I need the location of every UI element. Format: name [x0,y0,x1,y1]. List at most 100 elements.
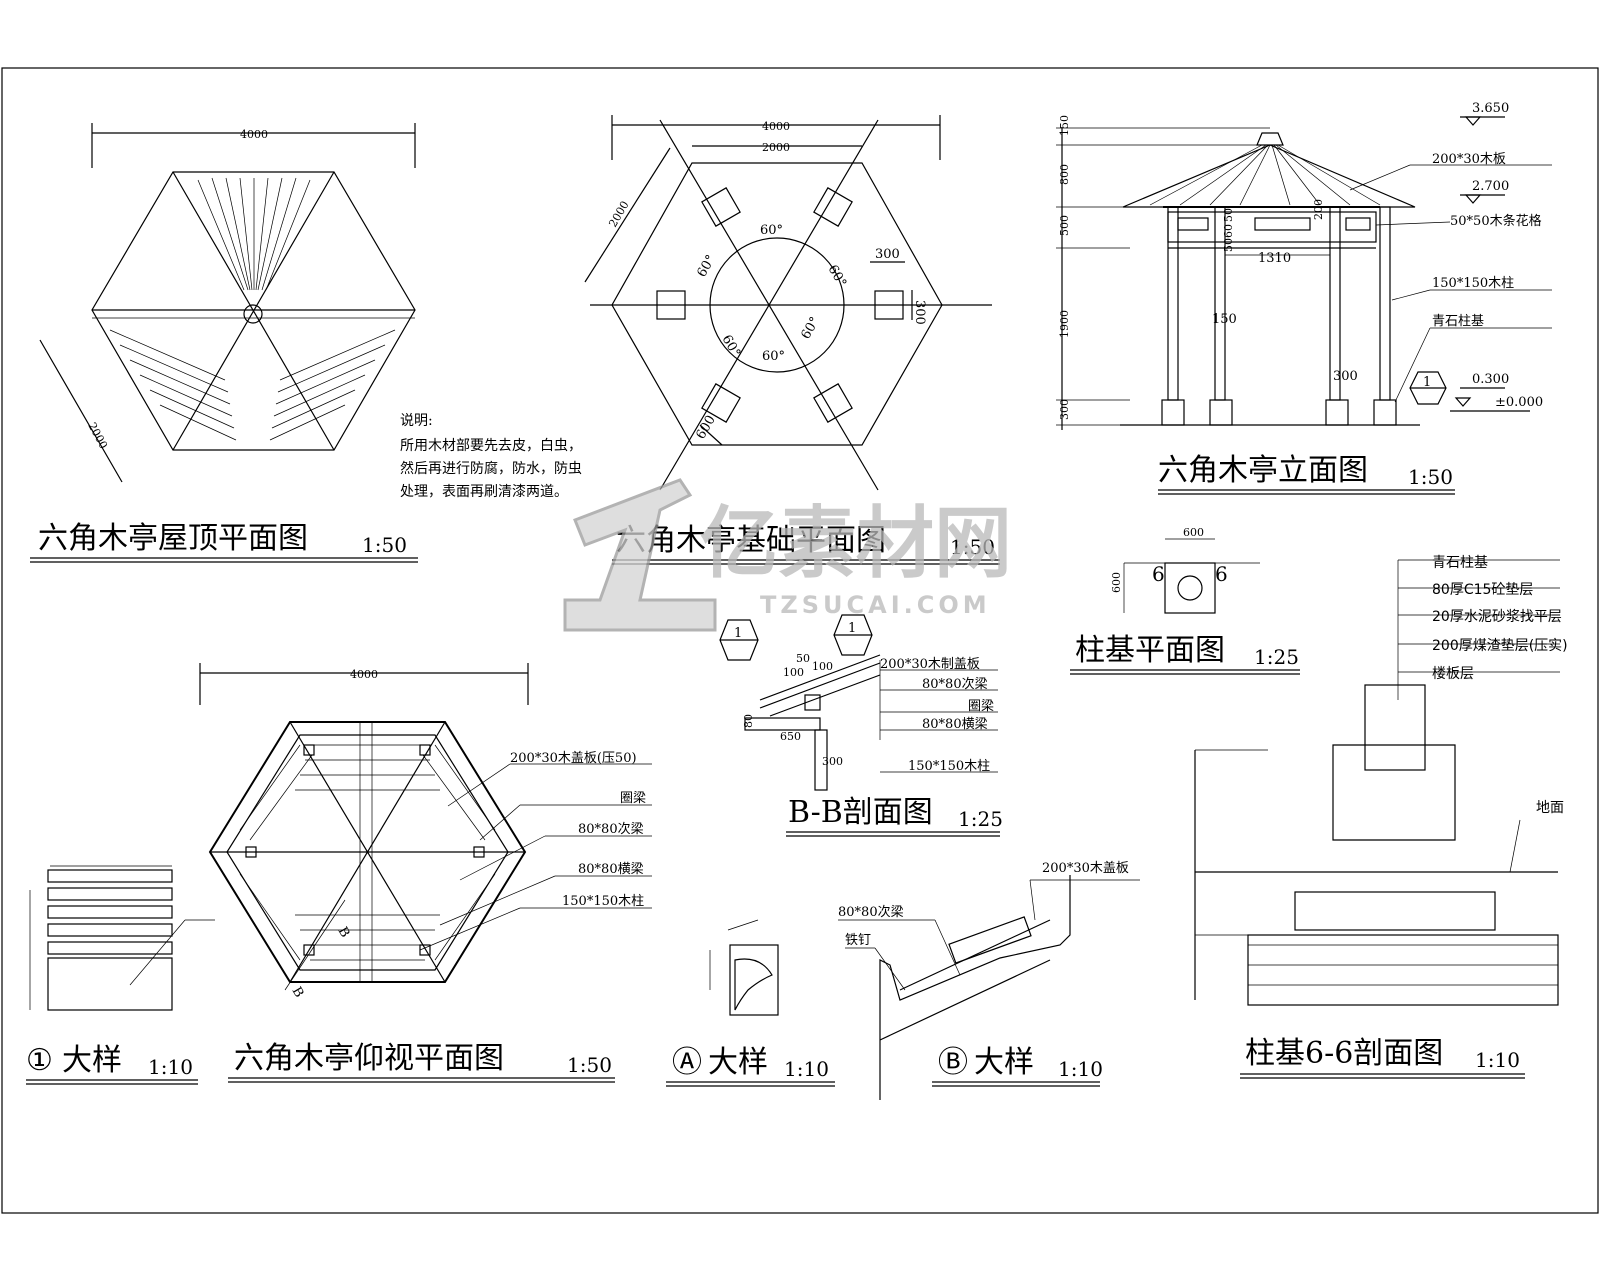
elev-inner-dim-50: 50 [1222,208,1235,222]
level-3650: 3.650 [1472,101,1509,116]
watermark-logo-icon [563,478,717,632]
angle-bottom-right: 60° [798,315,823,342]
roof-note-1: 所用木材部要先去皮，白虫， [400,438,582,454]
foundation-plan: 4000 2000 2000 60° 60° 60° 60° 60° 60° 3… [584,115,1000,565]
watermark-cn: 亿素材网 [700,499,1012,589]
elev-inner-dim-1310: 1310 [1258,251,1291,266]
bb-dim-0: 50 [796,652,810,665]
angle-bottom: 60° [762,349,785,364]
roof-dim-top: 4000 [240,128,268,141]
bb-dim-2: 100 [812,660,833,673]
angle-top-right: 60° [825,263,850,290]
section-bb-scale: 1:25 [958,807,1003,831]
elev-detail-mark: 1 [1423,375,1431,390]
cbs-label-ground: 地面 [1536,800,1564,816]
elev-inner-dim-200: 200 [1312,199,1325,220]
elev-inner-dim-300: 300 [1333,369,1358,384]
column-base-plan: 600 600 6 6 柱基平面图 1:25 [1070,526,1300,675]
ceiling-plan-scale: 1:50 [567,1053,612,1077]
roof-note-0: 说明: [400,413,433,429]
sheet-border [1,67,1599,1214]
bb-dim-1: 100 [783,666,804,679]
angle-top-left: 60° [694,253,719,280]
column-base-plan-title: 柱基平面图 [1075,633,1225,668]
foundation-dim-top: 4000 [762,120,790,133]
detail-1-scale: 1:10 [148,1055,193,1079]
foundation-plan-title: 六角木亭基础平面图 [616,523,886,558]
detail-b-title: 大样 [974,1045,1034,1080]
elevation-title: 六角木亭立面图 [1158,453,1368,488]
ceiling-label-0: 200*30木盖板(压50) [510,751,637,766]
cb-plan-dim-side: 600 [1110,572,1123,593]
ceiling-plan-title: 六角木亭仰视平面图 [234,1041,504,1076]
foundation-dim-col-v: 300 [912,300,927,325]
column-base-plan-scale: 1:25 [1254,645,1299,669]
elev-label-lattice: 50*50木条花格 [1450,213,1542,229]
angle-top: 60° [760,223,783,238]
detail-a-mark: Ⓐ [672,1045,702,1080]
elev-inner-dim-150: 150 [1212,312,1237,327]
elevation-scale: 1:50 [1408,465,1453,489]
bb-label-2: 圈梁 [968,699,994,714]
elev-label-board: 200*30木板 [1432,152,1506,167]
cbs-label-0: 青石柱基 [1432,554,1488,571]
foundation-plan-scale: 1:50 [950,535,995,559]
level-0300: 0.300 [1472,372,1509,387]
detail-b-label-1: 80*80次梁 [838,904,904,920]
bb-mark-right: 1 [848,621,856,636]
cbs-label-4: 楼板层 [1432,666,1474,682]
elev-dim-2: 500 [1058,215,1071,236]
detail-a-scale: 1:10 [784,1057,829,1081]
elev-label-base: 青石柱基 [1432,314,1484,329]
watermark: 亿素材网 TZSUCAI.COM [563,478,1012,632]
elev-inner-dim-50b: 50 [1222,238,1235,252]
detail-1-title: 大样 [62,1043,122,1078]
elev-label-column: 150*150木柱 [1432,276,1514,291]
column-base-section-title: 柱基6-6剖面图 [1245,1036,1443,1071]
detail-b-mark: Ⓑ [938,1045,968,1080]
ceiling-label-1: 圈梁 [620,791,646,806]
bb-label-0: 200*30木制盖板 [880,657,980,672]
column-base-section: 青石柱基 80厚C15砼垫层 20厚水泥砂浆找平层 200厚煤渣垫层(压实) 楼… [1194,554,1568,1079]
detail-b-label-0: 200*30木盖板 [1042,861,1129,876]
elevation: 150 800 500 1900 300 1310 150 300 20 [1056,101,1552,495]
watermark-en: TZSUCAI.COM [760,591,991,619]
section-bb: 1 1 200*30木制盖板 80*80次梁 圈梁 80*80横梁 150*15… [719,614,1003,837]
elev-dim-3: 1900 [1058,310,1071,338]
ceiling-section-b-lower: B [289,985,307,1001]
section-mark-6-left: 6 [1152,562,1165,586]
detail-b-scale: 1:10 [1058,1057,1103,1081]
ceiling-dim-top: 4000 [350,668,378,681]
cb-plan-dim-top: 600 [1183,526,1204,539]
roof-note-2: 然后再进行防腐，防水，防虫 [400,460,582,477]
bb-label-1: 80*80次梁 [922,676,988,692]
detail-a: Ⓐ 大样 1:10 [666,919,835,1087]
detail-b: 200*30木盖板 80*80次梁 铁钉 Ⓑ 大样 1:10 [838,861,1140,1100]
elev-dim-4: 300 [1058,399,1071,420]
roof-plan-scale: 1:50 [362,533,407,557]
elev-dim-1: 800 [1058,164,1071,185]
foundation-dim-col: 300 [875,247,900,262]
detail-1: ① 大样 1:10 [26,865,215,1085]
bb-dim-4: 300 [822,755,843,768]
detail-a-title: 大样 [708,1045,768,1080]
level-0000: ±0.000 [1495,395,1543,410]
cbs-label-2: 20厚水泥砂浆找平层 [1432,609,1562,625]
cbs-label-1: 80厚C15砼垫层 [1432,582,1533,598]
column-base-section-scale: 1:10 [1475,1048,1520,1072]
detail-1-mark: ① [26,1043,53,1078]
bb-mark-left: 1 [734,626,742,641]
roof-plan: 4000 2000 说明: 所用木材部要先去皮，白虫， 然后再进行防腐，防水，防… [30,123,582,563]
section-bb-title: B-B剖面图 [788,795,933,830]
bb-dim-3: 650 [780,730,801,743]
roof-note-3: 处理，表面再刷清漆两道。 [400,484,568,500]
level-2700: 2.700 [1472,179,1509,194]
bb-label-4: 150*150木柱 [908,759,990,774]
bb-label-3: 80*80横梁 [922,717,988,732]
ceiling-label-4: 150*150木柱 [562,894,644,909]
foundation-dim-bottom: 600 [693,413,718,442]
roof-plan-title: 六角木亭屋顶平面图 [38,521,308,556]
roof-dim-side: 2000 [85,420,110,451]
foundation-dim-inner: 2000 [762,141,790,154]
